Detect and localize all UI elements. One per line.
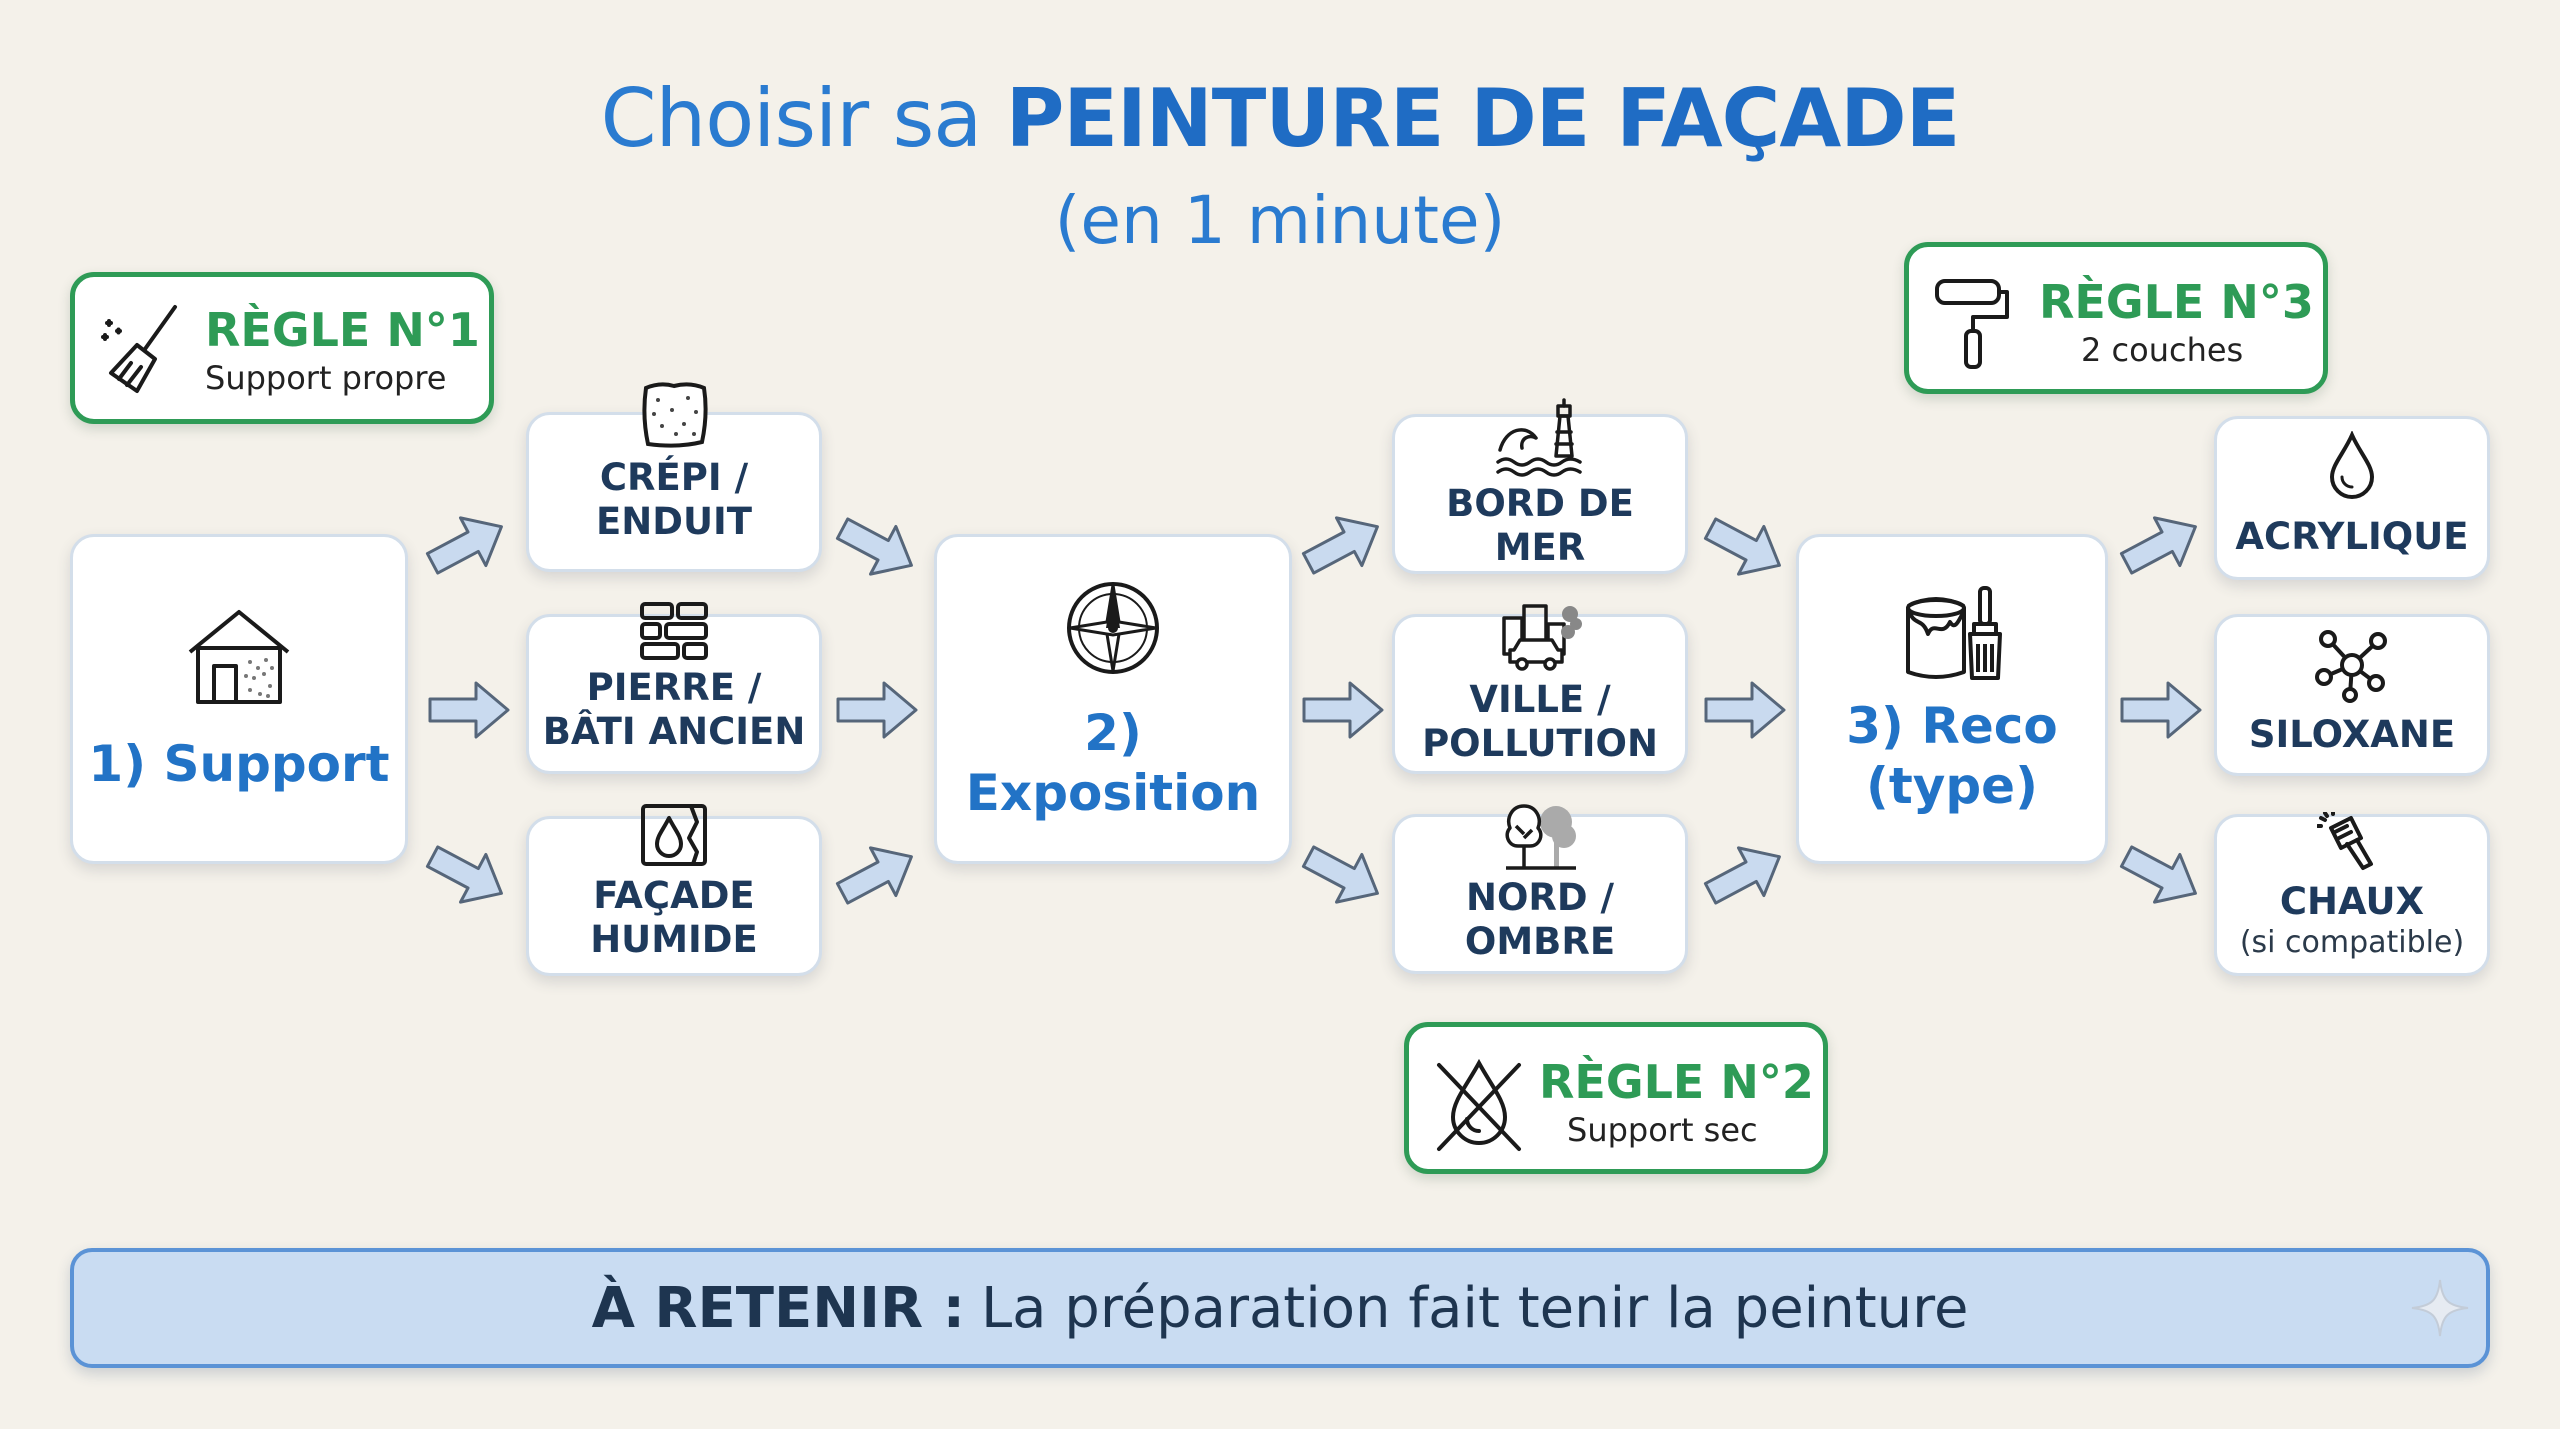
reco-label: SILOXANE	[2248, 713, 2456, 756]
stone-wall-icon	[640, 602, 708, 660]
rule-title: RÈGLE N°2	[1539, 1055, 1814, 1109]
broom-icon	[101, 305, 177, 393]
support-label: CRÉPI / ENDUIT	[595, 456, 752, 543]
trees-shade-icon	[1505, 804, 1576, 870]
arrow-nord-reco	[1703, 846, 1781, 905]
title-emphasis: PEINTURE DE FAÇADE	[1005, 72, 1961, 165]
step-label: 3) Reco (type)	[1846, 697, 2058, 815]
banner-text: La préparation fait tenir la peinture	[980, 1275, 1969, 1341]
lighthouse-waves-icon	[1496, 398, 1582, 477]
arrow-support-humide	[425, 845, 503, 904]
sparkle-icon	[2411, 1279, 2469, 1337]
rule-card-1: RÈGLE N°1 Support propre	[70, 272, 494, 424]
rule-card-3: RÈGLE N°3 2 couches	[1904, 242, 2328, 394]
step-support: 1) Support	[70, 534, 408, 864]
paint-roller-icon	[1935, 279, 2009, 369]
rule-text: 2 couches	[2081, 331, 2244, 369]
step-label: 1) Support	[88, 735, 390, 793]
lime-brush-icon	[2317, 812, 2373, 870]
arrow-ville-reco	[1704, 681, 1786, 739]
page-title: Choisir sa PEINTURE DE FAÇADE	[0, 72, 2560, 165]
house-icon	[188, 610, 290, 704]
no-water-drop-icon	[1437, 1058, 1521, 1151]
drop-icon	[2329, 431, 2375, 499]
step-reco: 3) Reco (type)	[1796, 534, 2108, 864]
reco-option-chaux: CHAUX (si compatible)	[2214, 812, 2490, 976]
exposition-label: NORD / OMBRE	[1464, 876, 1616, 963]
arrow-crepi-exposition	[835, 517, 913, 576]
reco-option-acrylique: ACRYLIQUE	[2214, 416, 2490, 580]
support-option-humide: FAÇADE HUMIDE	[526, 804, 822, 976]
damp-wall-icon	[641, 804, 707, 866]
reco-option-siloxane: SILOXANE	[2214, 614, 2490, 776]
city-car-icon	[1502, 604, 1582, 671]
compass-icon	[1067, 582, 1159, 674]
arrow-reco-acrylique	[2119, 516, 2197, 575]
reco-label: CHAUX	[2279, 880, 2425, 923]
plaster-texture-icon	[642, 382, 708, 448]
exposition-label: BORD DE MER	[1446, 482, 1634, 569]
paint-can-icon	[1906, 586, 2002, 680]
step-exposition: 2) Exposition	[934, 534, 1292, 864]
step-label: 2) Exposition	[965, 704, 1261, 822]
support-label: PIERRE / BÂTI ANCIEN	[542, 666, 806, 753]
arrow-support-crepi	[425, 516, 503, 575]
rule-text: Support sec	[1567, 1111, 1758, 1149]
exposition-label: VILLE / POLLUTION	[1422, 678, 1658, 765]
molecule-icon	[2315, 630, 2387, 703]
exposition-option-ville: VILLE / POLLUTION	[1392, 604, 1688, 774]
title-prefix: Choisir sa	[600, 72, 983, 165]
arrow-exposition-mer	[1301, 516, 1379, 575]
support-option-pierre: PIERRE / BÂTI ANCIEN	[526, 602, 822, 774]
exposition-option-mer: BORD DE MER	[1392, 398, 1688, 574]
rule-text: Support propre	[205, 359, 447, 397]
arrow-support-pierre	[428, 681, 510, 739]
rule-card-2: RÈGLE N°2 Support sec	[1404, 1022, 1828, 1174]
arrow-mer-reco	[1703, 517, 1781, 576]
arrow-humide-exposition	[835, 846, 913, 905]
arrow-exposition-ville	[1302, 681, 1384, 739]
reco-note: (si compatible)	[2239, 925, 2465, 960]
banner-label: À RETENIR :	[591, 1275, 965, 1341]
takeaway-banner: À RETENIR : La préparation fait tenir la…	[70, 1248, 2490, 1368]
support-label: FAÇADE HUMIDE	[590, 874, 758, 961]
page-subtitle: (en 1 minute)	[1054, 182, 1506, 259]
support-option-crepi: CRÉPI / ENDUIT	[526, 382, 822, 572]
reco-label: ACRYLIQUE	[2235, 515, 2469, 558]
arrow-reco-chaux	[2119, 845, 2197, 904]
rule-title: RÈGLE N°3	[2039, 275, 2314, 329]
rule-title: RÈGLE N°1	[205, 303, 480, 357]
arrow-exposition-nord	[1301, 845, 1379, 904]
exposition-option-nord: NORD / OMBRE	[1392, 804, 1688, 974]
arrow-reco-siloxane	[2120, 681, 2202, 739]
arrow-pierre-exposition	[836, 681, 918, 739]
